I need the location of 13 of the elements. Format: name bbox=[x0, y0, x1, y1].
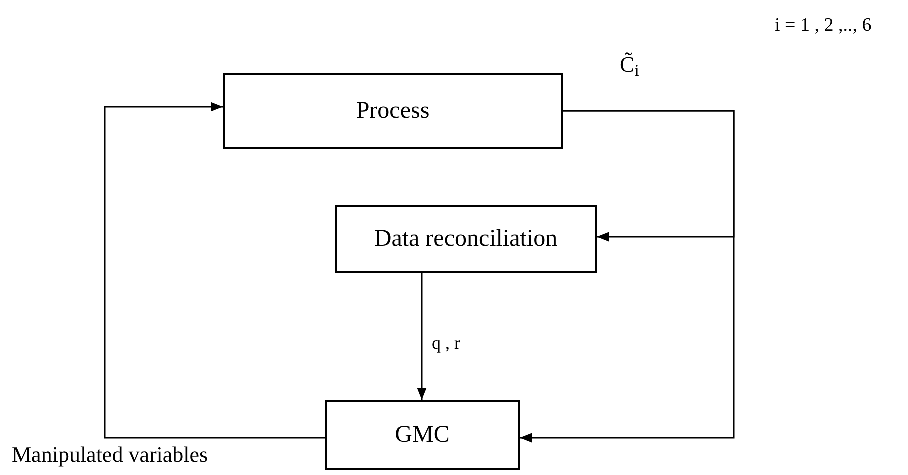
process-box bbox=[223, 73, 563, 149]
arrow bbox=[104, 102, 325, 439]
edge-label: C̃$_{i}$ bbox=[620, 54, 640, 76]
edge-label: q , r bbox=[432, 334, 460, 352]
arrow bbox=[417, 273, 427, 400]
process-box bbox=[335, 205, 597, 273]
box-label: Process bbox=[356, 99, 430, 123]
box-label: GMC bbox=[395, 423, 450, 447]
arrow bbox=[520, 110, 735, 443]
index-note: i = 1 , 2 ,.., 6 bbox=[775, 16, 872, 35]
process-box bbox=[325, 400, 520, 470]
box-label: Data reconciliation bbox=[374, 227, 558, 251]
edge-label: Manipulated variables bbox=[12, 444, 208, 466]
